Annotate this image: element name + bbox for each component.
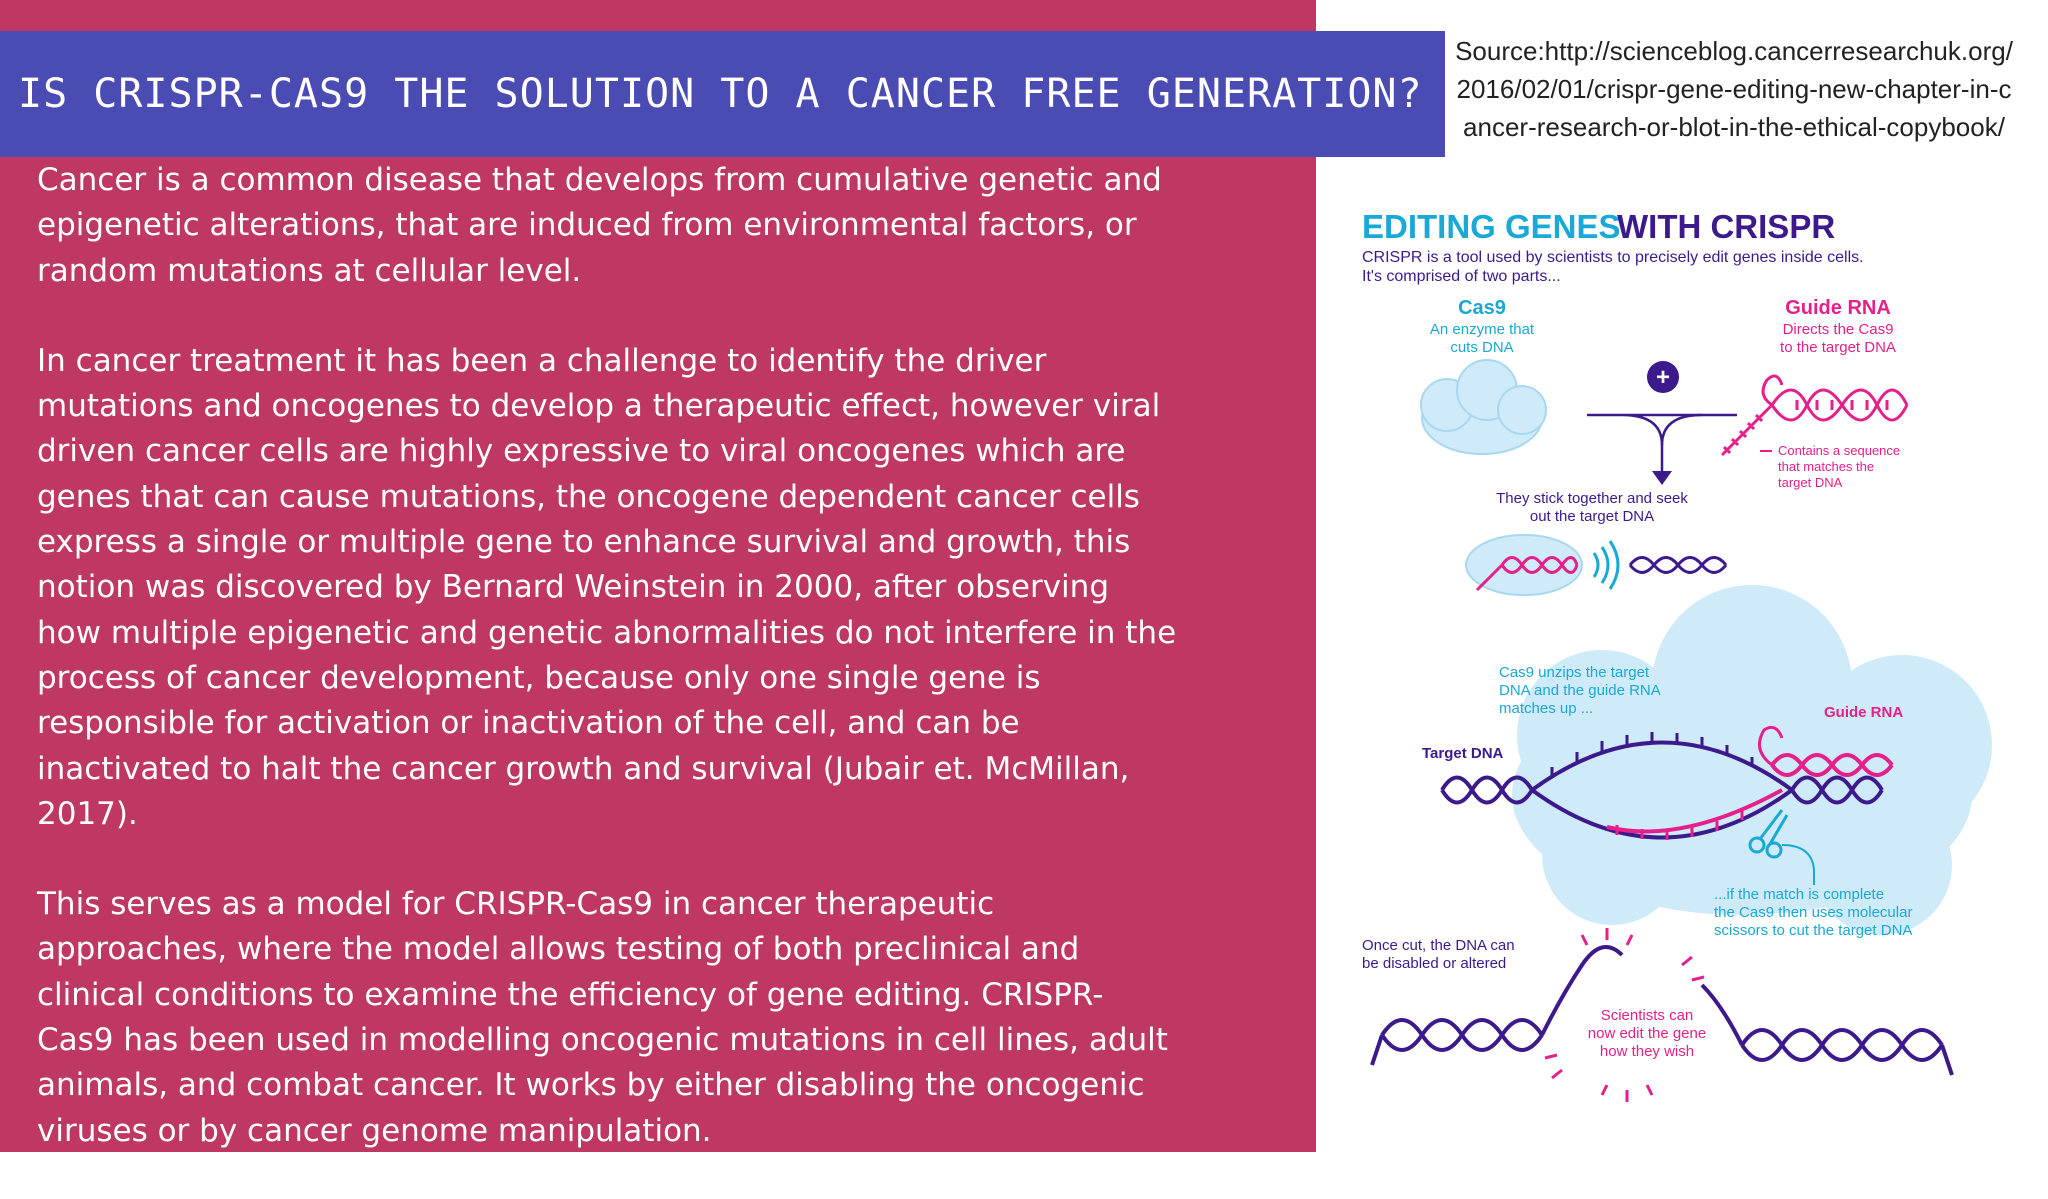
infographic-heading-part1: EDITING GENES: [1362, 208, 1621, 245]
paragraph-2: In cancer treatment it has been a challe…: [37, 342, 1177, 832]
guide-rna-label: Guide RNA: [1824, 704, 1903, 721]
cas9-title: Cas9: [1458, 297, 1506, 319]
guide-rna-desc-line2: to the target DNA: [1780, 339, 1896, 356]
source-link-text[interactable]: Source:http://scienceblog.cancerresearch…: [1455, 36, 2013, 142]
guide-rna-strand-icon: [1720, 374, 1909, 457]
infographic-heading-part2: WITH CRISPR: [1617, 208, 1835, 245]
target-dna-label: Target DNA: [1422, 745, 1504, 762]
infographic-intro-line1: CRISPR is a tool used by scientists to p…: [1362, 249, 1864, 266]
edit-line1: Scientists can: [1601, 1007, 1694, 1024]
unzip-line2: DNA and the guide RNA: [1499, 682, 1661, 699]
cas9-desc-line2: cuts DNA: [1450, 339, 1513, 356]
source-citation: Source:http://scienceblog.cancerresearch…: [1450, 32, 2018, 146]
cut-line1: Once cut, the DNA can: [1362, 937, 1515, 954]
plus-circle-icon: [1647, 361, 1679, 393]
unzipped-dna-icon: [1440, 725, 1894, 840]
cas9-cloud-icon: [1420, 359, 1547, 455]
page-title: IS CRISPR-CAS9 THE SOLUTION TO A CANCER …: [18, 71, 1423, 117]
contains-line2: that matches the: [1778, 459, 1874, 474]
edit-line3: how they wish: [1600, 1043, 1694, 1060]
down-arrow-icon: [1652, 471, 1672, 485]
contains-line1: Contains a sequence: [1778, 443, 1900, 458]
infographic-intro-line2: It's comprised of two parts...: [1362, 268, 1561, 285]
paragraph-1: Cancer is a common disease that develops…: [37, 162, 1162, 289]
plus-sign: +: [1656, 364, 1670, 391]
cut-line2: be disabled or altered: [1362, 955, 1506, 972]
match-line1: ...if the match is complete: [1714, 886, 1884, 903]
crispr-infographic-svg: EDITING GENES WITH CRISPR CRISPR is a to…: [1362, 208, 1992, 1102]
sonar-waves-icon: [1592, 540, 1620, 590]
spark-lines-icon: [1544, 928, 1705, 1102]
stick-together-line2: out the target DNA: [1530, 508, 1654, 525]
unzip-line3: matches up ...: [1499, 700, 1593, 717]
match-line2: the Cas9 then uses molecular: [1714, 904, 1912, 921]
contains-line3: target DNA: [1778, 475, 1843, 490]
paragraph-3: This serves as a model for CRISPR-Cas9 i…: [37, 886, 1168, 1149]
connector-arc: [1660, 413, 1703, 446]
guide-rna-title: Guide RNA: [1785, 297, 1891, 319]
edit-line2: now edit the gene: [1588, 1025, 1706, 1042]
scissors-pointer-icon: [1781, 844, 1815, 885]
article-body: Cancer is a common disease that develops…: [37, 158, 1177, 1199]
target-dna-strand-icon: [1628, 556, 1728, 574]
edited-dna-icon: [1370, 945, 1954, 1076]
unzip-line1: Cas9 unzips the target: [1499, 664, 1650, 681]
stick-together-line1: They stick together and seek: [1496, 490, 1688, 507]
combined-complex-icon: [1465, 534, 1583, 596]
left-content-panel: [0, 0, 1316, 1152]
cas9-desc-line1: An enzyme that: [1430, 321, 1535, 338]
crispr-infographic: EDITING GENES WITH CRISPR CRISPR is a to…: [1362, 205, 2002, 1130]
match-line3: scissors to cut the target DNA: [1714, 922, 1912, 939]
guide-rna-desc-line1: Directs the Cas9: [1783, 321, 1894, 338]
scissors-icon: [1748, 809, 1789, 859]
title-banner: IS CRISPR-CAS9 THE SOLUTION TO A CANCER …: [0, 31, 1445, 157]
